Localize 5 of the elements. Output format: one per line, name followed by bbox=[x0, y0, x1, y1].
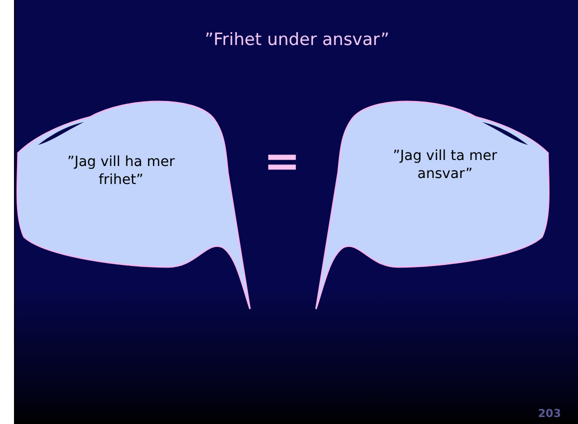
speech-text: ”Jag vill ha mer frihet” bbox=[66, 153, 176, 190]
equals-sign: = bbox=[262, 140, 302, 184]
page-number: 203 bbox=[538, 407, 561, 420]
speech-text: ”Jag vill ta mer ansvar” bbox=[392, 147, 498, 184]
slide-title: ”Frihet under ansvar” bbox=[204, 30, 390, 50]
